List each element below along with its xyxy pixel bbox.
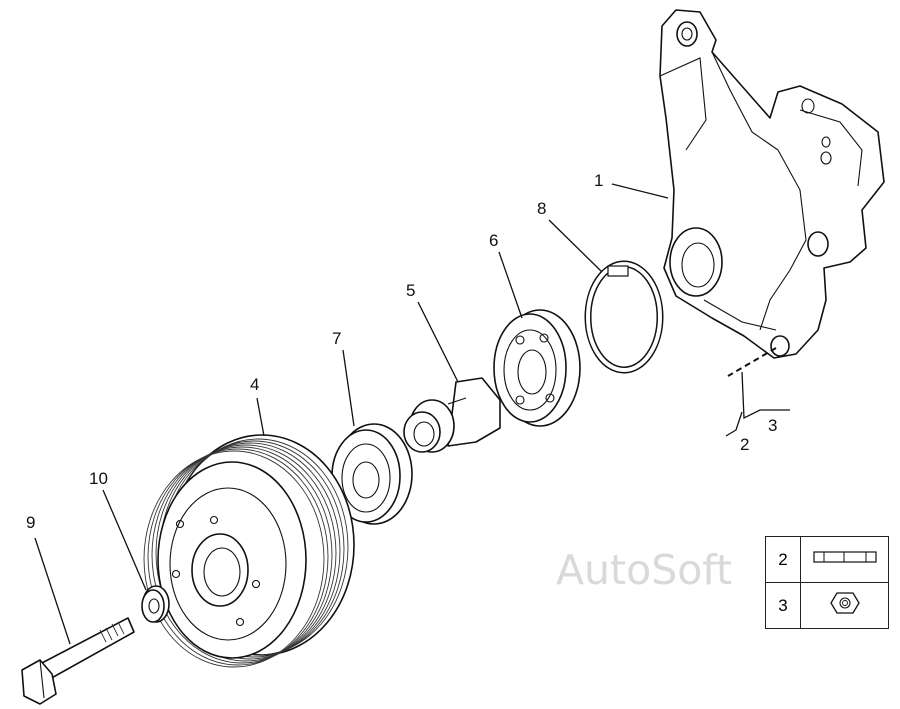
legend-row: 3	[765, 582, 889, 629]
stud-icon	[812, 551, 877, 563]
legend-icon-cell	[800, 582, 889, 629]
callout-9: 9	[26, 513, 35, 532]
stud-location	[725, 347, 790, 437]
leader-lines	[34, 183, 669, 645]
large-bearing-part	[493, 309, 581, 427]
callout-4: 4	[250, 375, 259, 394]
callout-10: 10	[89, 469, 108, 488]
spacer-sleeve-part	[403, 377, 501, 453]
fastener-legend-table: 2 3	[765, 536, 889, 629]
bolt-part	[21, 617, 135, 705]
washer-part	[141, 585, 170, 623]
callout-6: 6	[489, 231, 498, 250]
circlip-part	[584, 260, 664, 374]
callout-1: 1	[594, 171, 603, 190]
bracket-part	[659, 9, 885, 359]
callout-7: 7	[332, 329, 341, 348]
legend-number: 3	[765, 582, 801, 629]
callout-8: 8	[537, 199, 546, 218]
callout-3: 3	[768, 416, 777, 435]
watermark-text: AutoSoft	[556, 546, 733, 594]
pulley-part	[143, 434, 355, 668]
small-bearing-part	[331, 423, 413, 525]
legend-row: 2	[765, 536, 889, 583]
callout-2: 2	[740, 435, 749, 454]
callout-5: 5	[406, 281, 415, 300]
legend-icon-cell	[800, 536, 889, 583]
legend-number: 2	[765, 536, 801, 583]
nut-icon	[829, 592, 860, 614]
